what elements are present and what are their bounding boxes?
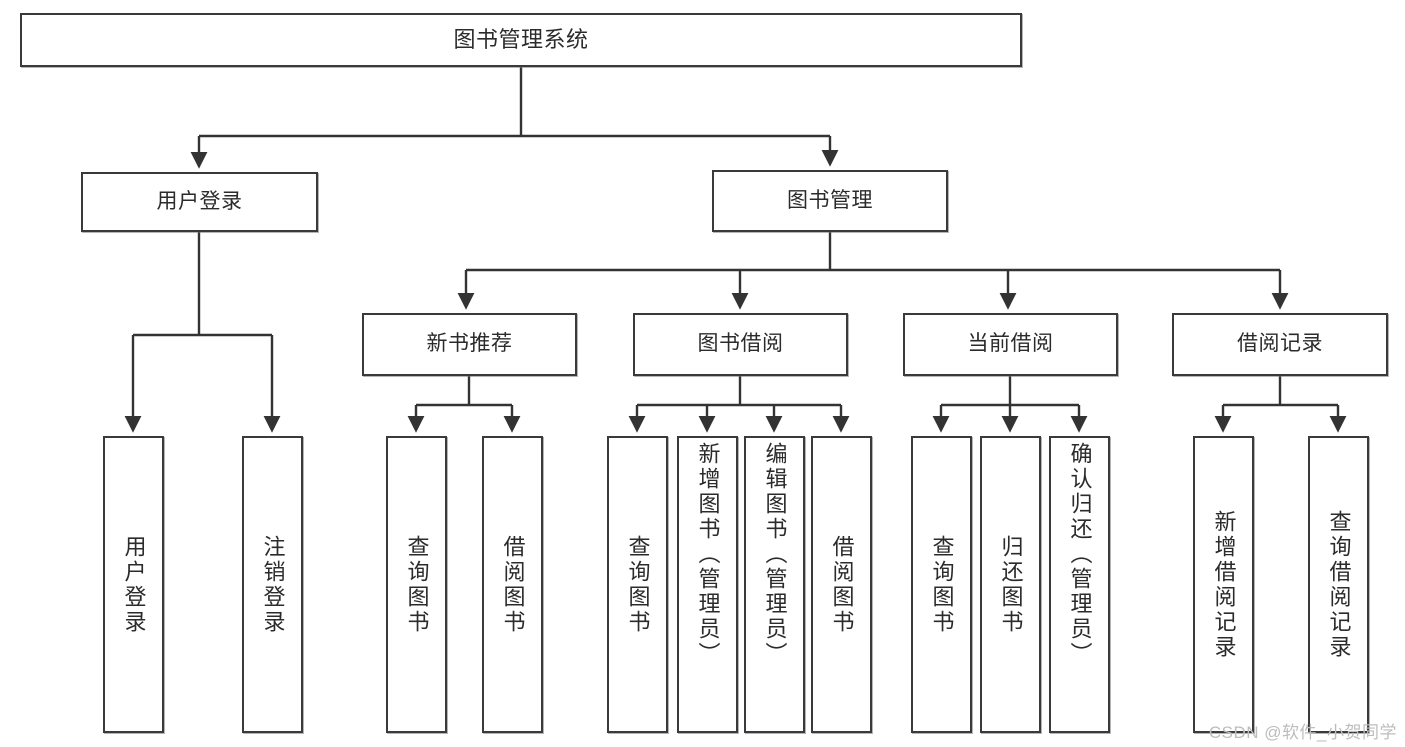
csdn-watermark: CSDN @软件_小贺同学 [1208, 723, 1397, 742]
node-label: 新书推荐 [426, 332, 513, 356]
node-borrow-record[interactable]: 借阅记录 [1172, 313, 1388, 376]
node-label: 查询图书 [404, 534, 430, 635]
node-current-borrow[interactable]: 当前借阅 [903, 313, 1118, 376]
node-label: 当前借阅 [967, 332, 1054, 356]
node-label: 查询图书 [625, 534, 651, 635]
leaf-user-login-signin[interactable]: 用户登录 [103, 436, 164, 733]
leaf-current-borrow-return[interactable]: 归还图书 [980, 436, 1041, 733]
leaf-new-book-borrow[interactable]: 借阅图书 [482, 436, 543, 733]
node-user-login[interactable]: 用户登录 [81, 172, 318, 232]
leaf-new-book-query[interactable]: 查询图书 [386, 436, 447, 733]
node-new-book-recommend[interactable]: 新书推荐 [362, 313, 577, 376]
node-label: 注销登录 [260, 534, 286, 635]
node-label: 新增图书（管理员） [695, 442, 721, 667]
node-label: 归还图书 [998, 534, 1024, 635]
leaf-user-login-signout[interactable]: 注销登录 [242, 436, 303, 733]
leaf-borrow-record-add[interactable]: 新增借阅记录 [1193, 436, 1254, 733]
node-label: 借阅记录 [1237, 332, 1323, 356]
node-label: 查询借阅记录 [1326, 509, 1352, 660]
leaf-current-borrow-confirm-return[interactable]: 确认归还（管理员） [1049, 436, 1110, 733]
node-label: 查询图书 [929, 534, 955, 635]
node-label: 借阅图书 [500, 534, 526, 635]
leaf-current-borrow-query[interactable]: 查询图书 [911, 436, 972, 733]
node-label: 借阅图书 [829, 534, 855, 635]
leaf-book-borrow-query[interactable]: 查询图书 [607, 436, 668, 733]
node-label: 图书借阅 [697, 332, 784, 356]
node-label: 编辑图书（管理员） [762, 442, 788, 667]
leaf-borrow-record-query[interactable]: 查询借阅记录 [1308, 436, 1369, 733]
node-book-borrow[interactable]: 图书借阅 [633, 313, 848, 376]
node-label: 用户登录 [156, 189, 243, 213]
leaf-book-borrow-edit[interactable]: 编辑图书（管理员） [744, 436, 805, 733]
node-label: 图书管理系统 [453, 27, 589, 53]
node-label: 用户登录 [121, 534, 147, 635]
node-root-library-system[interactable]: 图书管理系统 [20, 13, 1022, 67]
leaf-book-borrow-borrow[interactable]: 借阅图书 [811, 436, 872, 733]
node-book-management[interactable]: 图书管理 [712, 170, 948, 232]
node-label: 新增借阅记录 [1211, 509, 1237, 660]
node-label: 图书管理 [787, 188, 873, 212]
node-label: 确认归还（管理员） [1067, 442, 1093, 667]
leaf-book-borrow-add[interactable]: 新增图书（管理员） [677, 436, 738, 733]
